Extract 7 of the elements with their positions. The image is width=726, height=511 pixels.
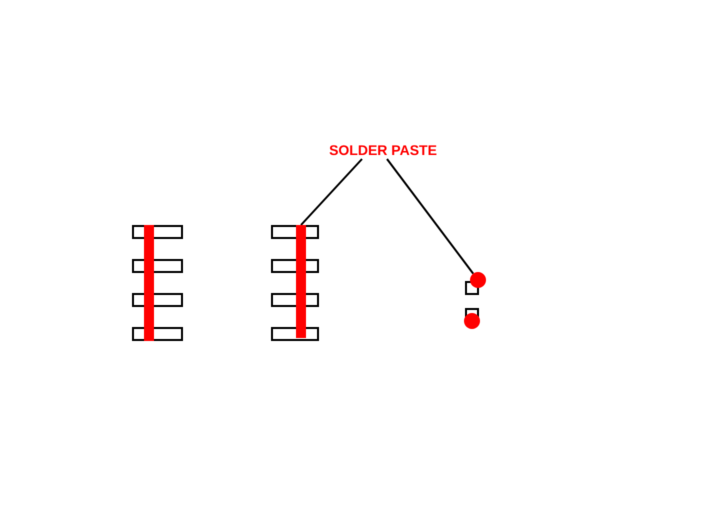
leader-line [300, 158, 363, 226]
solder-paste-dot [464, 313, 480, 329]
solder-paste-stripe [144, 225, 154, 341]
solder-paste-dot [470, 272, 486, 288]
solder-paste-stripe [296, 225, 306, 338]
callout-label: SOLDER PASTE [318, 141, 448, 159]
leader-line [386, 158, 474, 274]
